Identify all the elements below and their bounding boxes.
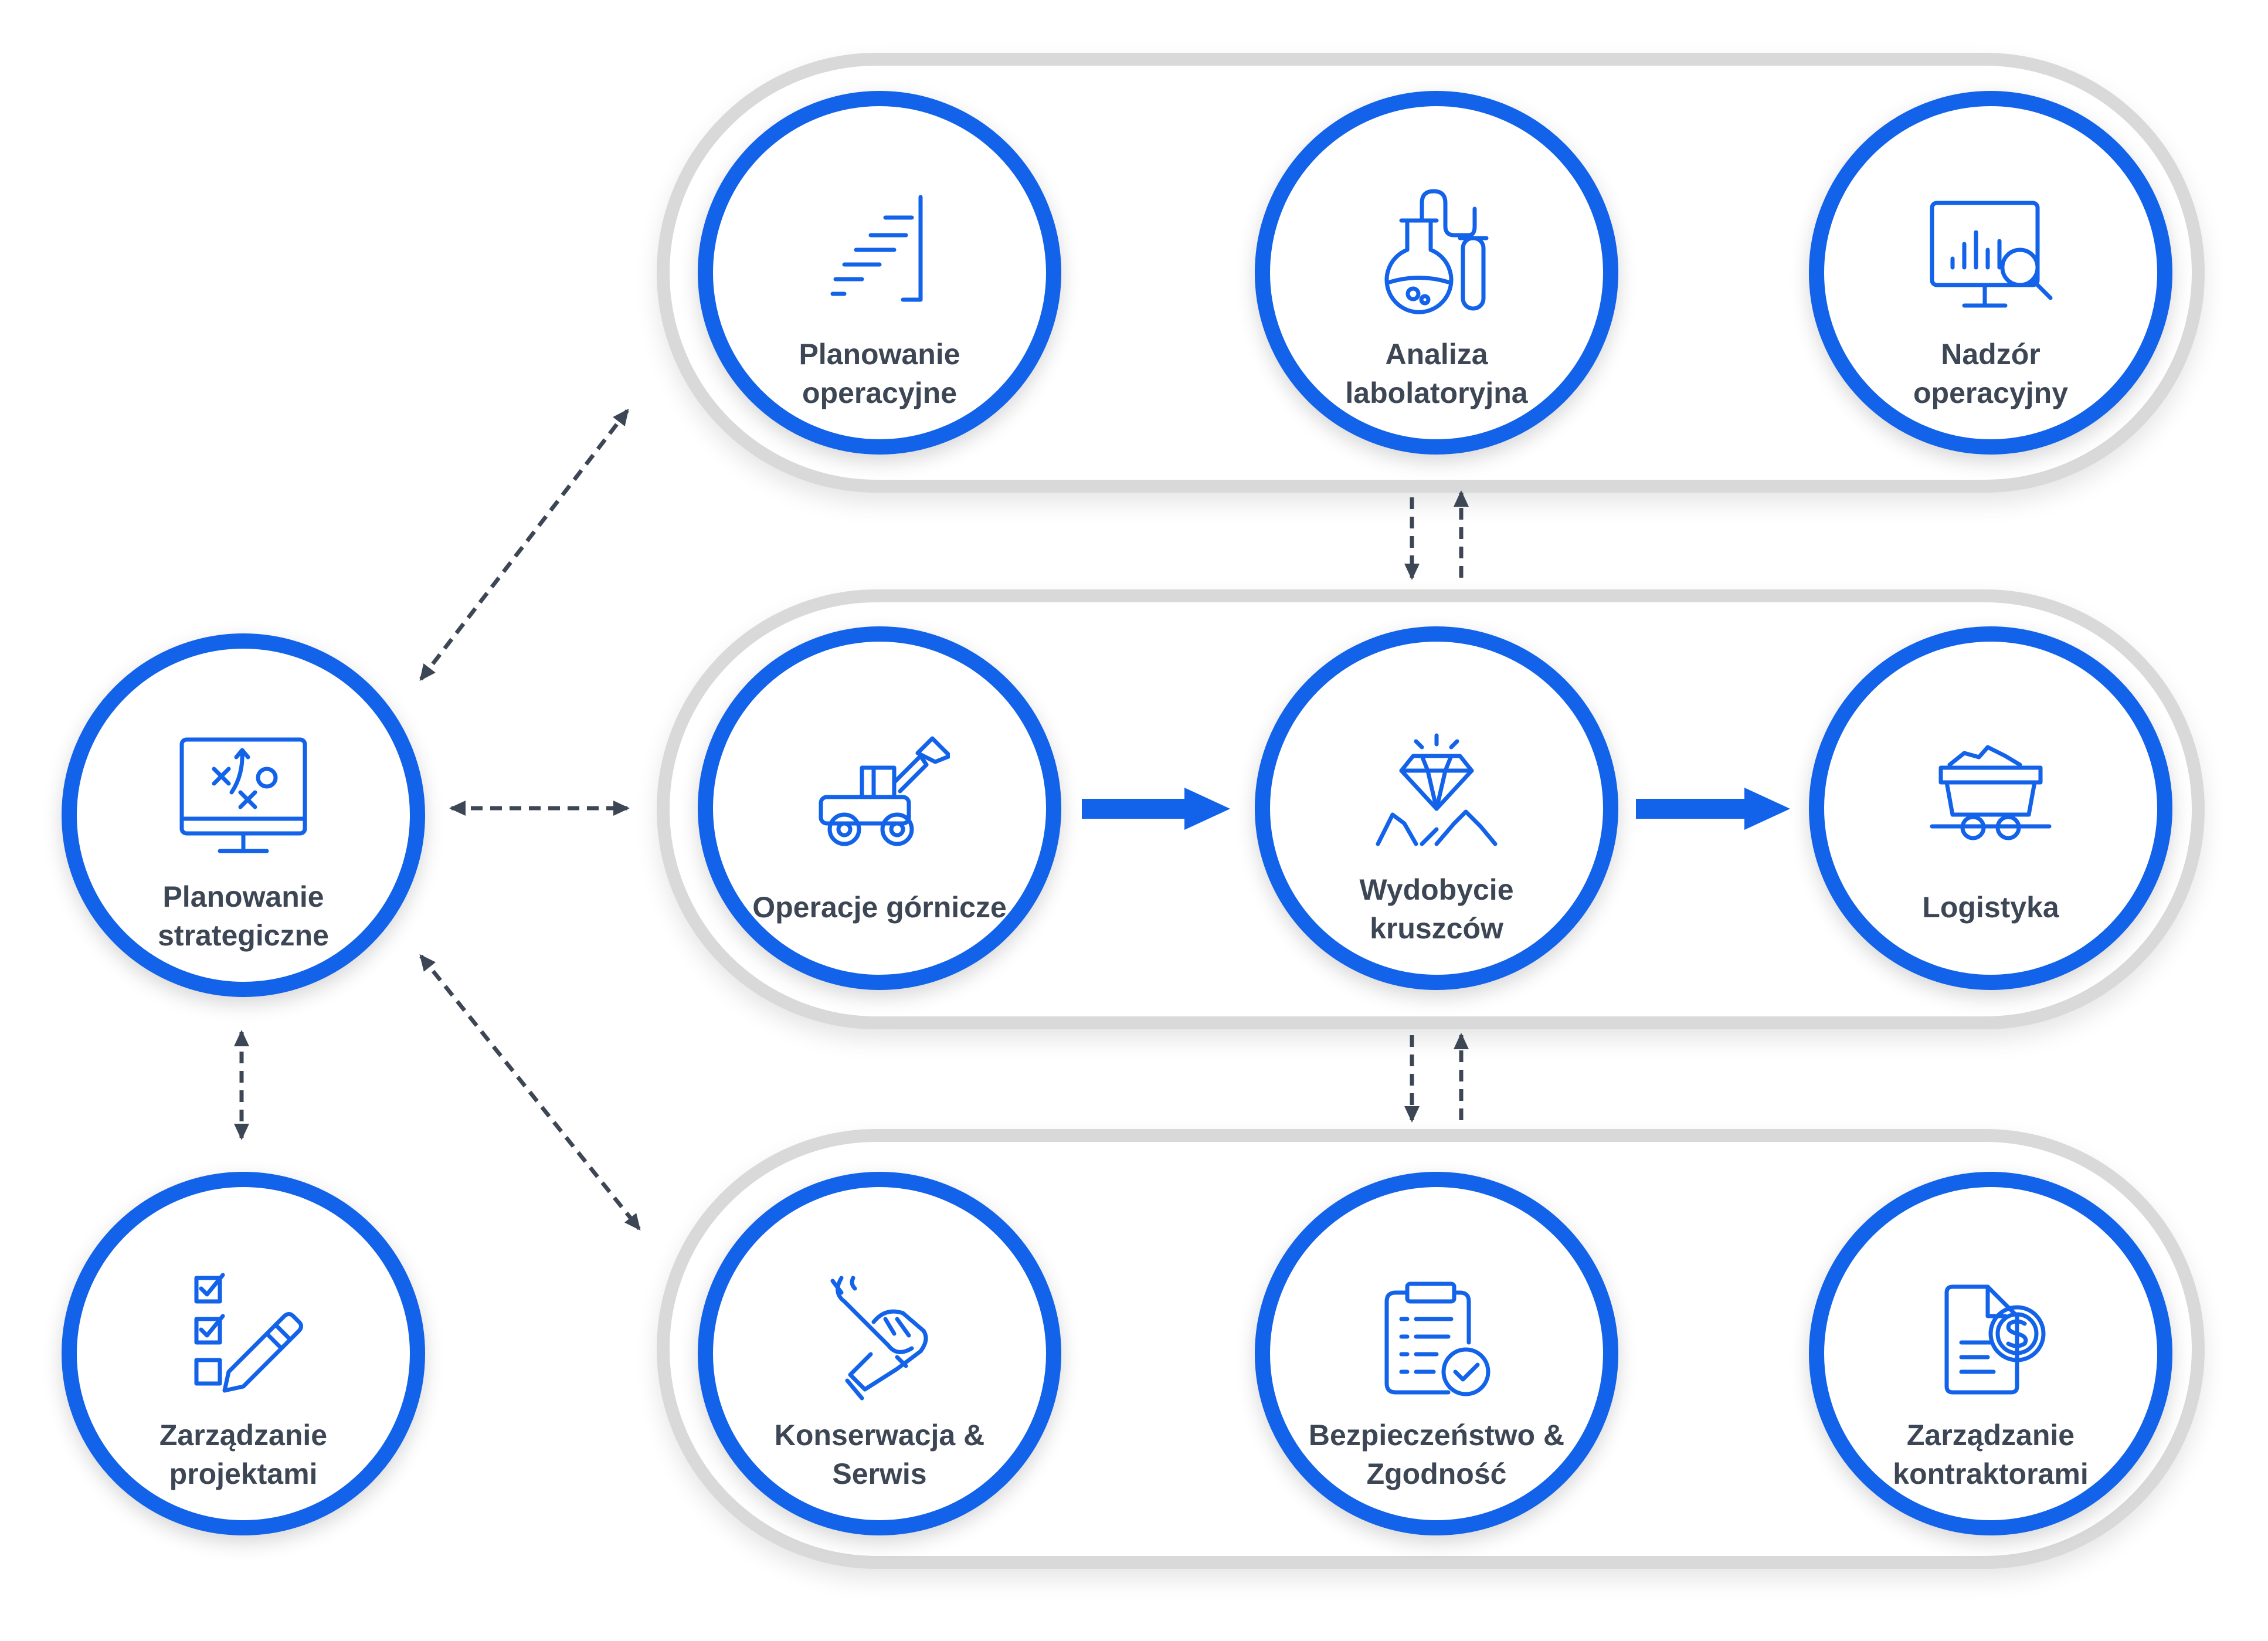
lab-flask-icon — [1366, 185, 1507, 326]
node-label: Analiza labolatoryjna — [1345, 338, 1528, 409]
wrench-hand-icon — [809, 1266, 950, 1407]
node-planowanie-strategiczne[interactable]: Planowanie strategiczne — [62, 633, 425, 997]
node-label: Konserwacja & Serwis — [774, 1419, 985, 1490]
node-bezpieczenstwo-zgodnosc[interactable]: Bezpieczeństwo & Zgodność — [1255, 1172, 1618, 1535]
node-label: Zarządzanie kontraktorami — [1893, 1419, 2089, 1490]
arrow-strategic-to-support — [419, 954, 641, 1231]
node-label: Planowanie strategiczne — [158, 880, 329, 952]
node-planowanie-operacyjne[interactable]: Planowanie operacyjne — [698, 91, 1061, 455]
document-dollar-icon — [1920, 1266, 2061, 1407]
node-logistyka[interactable]: Logistyka — [1809, 626, 2172, 990]
node-nadzor-operacyjny[interactable]: Nadzór operacyjny — [1809, 91, 2172, 455]
node-wydobycie-kruszcow[interactable]: Wydobycie kruszców — [1255, 626, 1618, 990]
node-zarzadzanie-projektami[interactable]: Zarządzanie projektami — [62, 1172, 425, 1535]
monitor-analytics-icon — [1920, 185, 2061, 326]
node-operacje-gornicze[interactable]: Operacje górnicze — [698, 626, 1061, 990]
node-label: Logistyka — [1922, 891, 2059, 924]
node-label: Zarządzanie projektami — [159, 1419, 328, 1490]
checklist-pencil-icon — [173, 1266, 314, 1407]
node-zarzadzanie-kontraktorami[interactable]: Zarządzanie kontraktorami — [1809, 1172, 2172, 1535]
strategy-board-icon — [173, 728, 314, 869]
stairs-chart-icon — [809, 185, 950, 326]
node-label: Nadzór operacyjny — [1913, 338, 2068, 409]
clipboard-check-icon — [1366, 1266, 1507, 1407]
node-konserwacja-serwis[interactable]: Konserwacja & Serwis — [698, 1172, 1061, 1535]
diamond-mountains-icon — [1366, 721, 1507, 862]
excavator-icon — [809, 721, 950, 862]
node-analiza-labolatoryjna[interactable]: Analiza labolatoryjna — [1255, 91, 1618, 455]
arrow-strategic-to-planning — [419, 408, 629, 682]
node-label: Operacje górnicze — [752, 891, 1007, 924]
mine-cart-icon — [1920, 721, 2061, 862]
node-label: Wydobycie kruszców — [1359, 873, 1514, 945]
node-label: Bezpieczeństwo & Zgodność — [1308, 1419, 1565, 1490]
node-label: Planowanie operacyjne — [799, 338, 960, 409]
